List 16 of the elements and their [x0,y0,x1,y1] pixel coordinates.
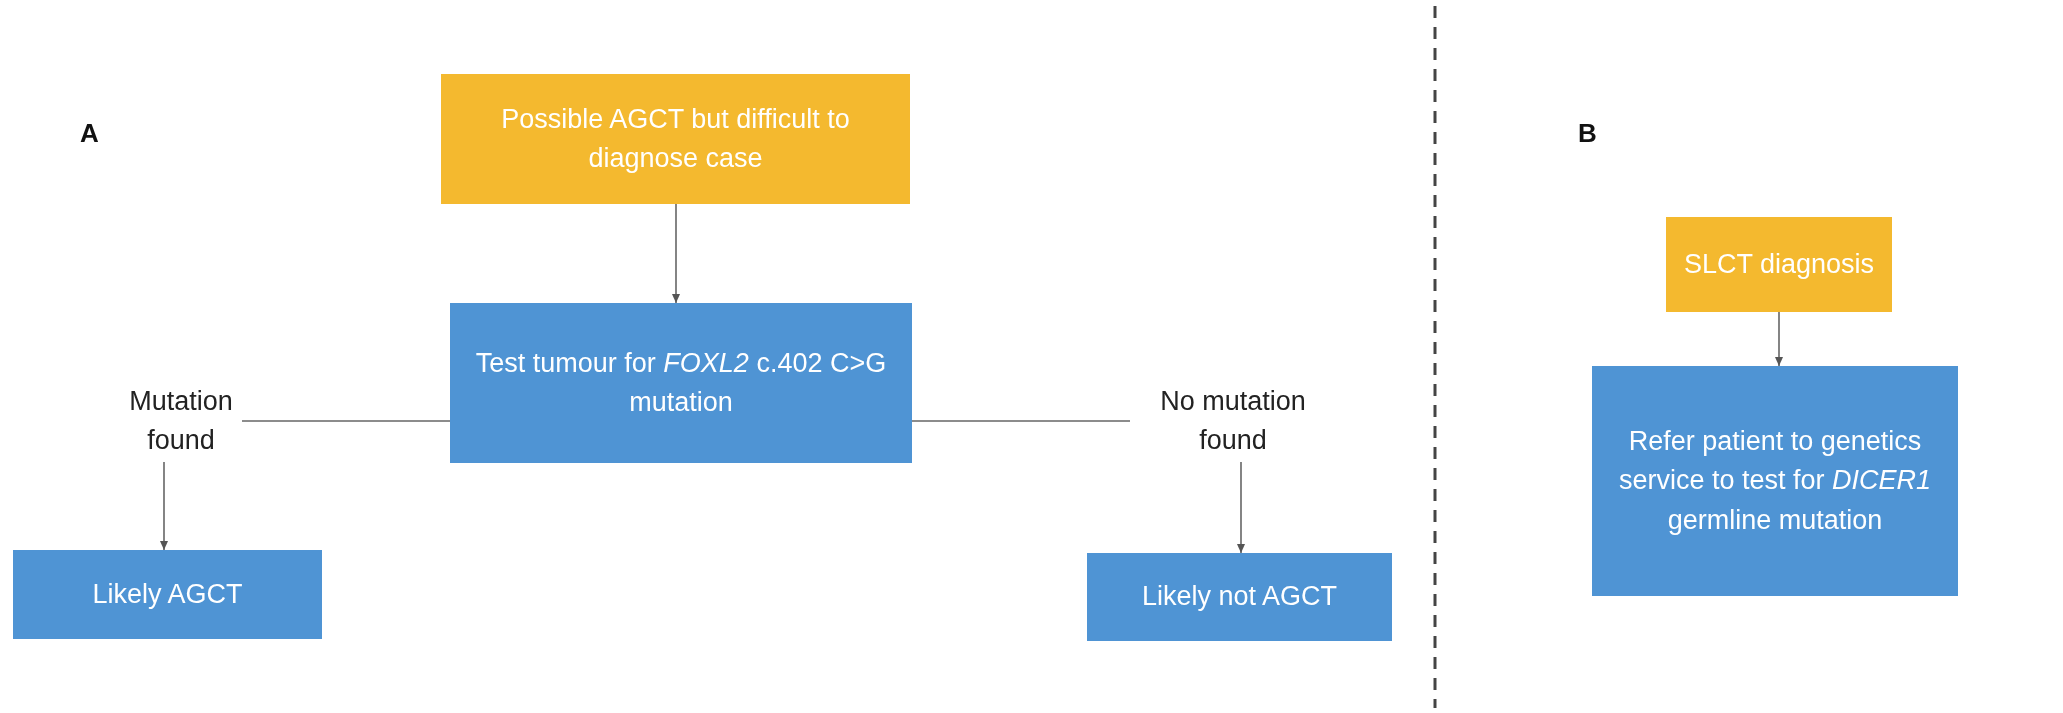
arrow [672,203,680,304]
process-box: Likely not AGCT [1087,553,1392,641]
arrow [1237,461,1245,554]
process-box: Test tumour for FOXL2 c.402 C>G mutation [450,303,912,463]
outcome-label: Mutation found [120,380,242,462]
panel-letter: B [1578,118,1597,149]
arrow [1775,311,1783,367]
start-box: SLCT diagnosis [1666,217,1892,312]
connector-line [241,420,451,422]
outcome-label: No mutation found [1130,380,1336,462]
panel-letter: A [80,118,99,149]
start-box: Possible AGCT but difficult to diagnose case [441,74,910,204]
process-box: Refer patient to genetics service to test for DICER1 germline mutation [1592,366,1958,596]
process-box: Likely AGCT [13,550,322,639]
connector-line [911,420,1131,422]
arrow [160,461,168,551]
